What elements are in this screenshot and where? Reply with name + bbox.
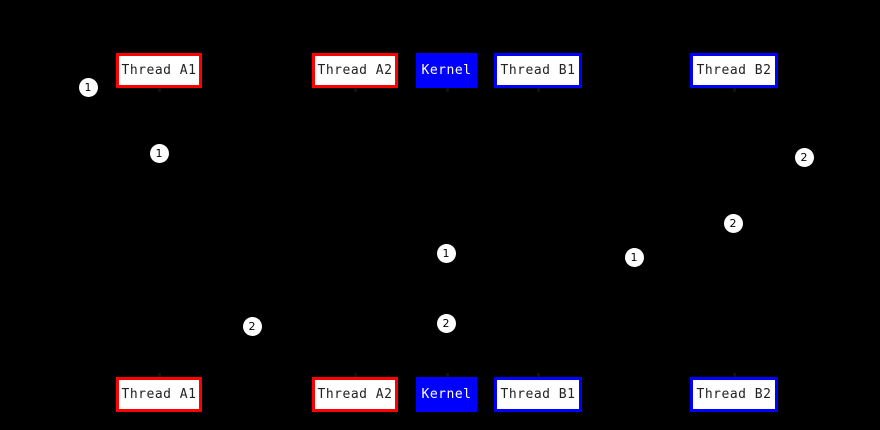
participant-label: Kernel xyxy=(421,63,472,78)
participant-label: Thread A1 xyxy=(121,63,197,78)
lifeline-thread-b1 xyxy=(538,88,539,377)
lifeline-tick-top-kernel xyxy=(445,87,449,92)
participant-thread-a2-top[interactable]: Thread A2 xyxy=(312,53,398,88)
step-badge-badge-2a: 2 xyxy=(794,147,814,167)
lifeline-tick-top-thread-b2 xyxy=(733,87,736,92)
lifeline-tick-bottom-kernel xyxy=(445,373,449,378)
participant-label: Thread A2 xyxy=(317,63,393,78)
participant-label: Thread B2 xyxy=(696,387,772,402)
lifeline-thread-a2 xyxy=(355,88,356,377)
lifeline-tick-bottom-thread-a2 xyxy=(354,373,357,378)
participant-thread-b2-top[interactable]: Thread B2 xyxy=(690,53,778,88)
participant-label: Kernel xyxy=(421,387,472,402)
step-badge-badge-2b: 2 xyxy=(723,213,743,233)
participant-thread-b2-bottom[interactable]: Thread B2 xyxy=(690,377,778,412)
participant-kernel-top[interactable]: Kernel xyxy=(416,53,477,88)
lifeline-tick-top-thread-a2 xyxy=(354,87,357,92)
step-badge-badge-1a: 1 xyxy=(78,77,98,97)
lifeline-tick-top-thread-a1 xyxy=(158,87,161,92)
lifeline-tick-bottom-thread-b2 xyxy=(733,373,736,378)
participant-thread-b1-bottom[interactable]: Thread B1 xyxy=(494,377,582,412)
lifeline-thread-b2 xyxy=(734,88,735,377)
step-badge-badge-2d: 2 xyxy=(436,313,456,333)
participant-label: Thread A2 xyxy=(317,387,393,402)
lifeline-tick-bottom-thread-b1 xyxy=(537,373,540,378)
participant-label: Thread A1 xyxy=(121,387,197,402)
participant-label: Thread B2 xyxy=(696,63,772,78)
lifeline-thread-a1 xyxy=(159,88,160,377)
participant-thread-b1-top[interactable]: Thread B1 xyxy=(494,53,582,88)
participant-label: Thread B1 xyxy=(500,387,576,402)
participant-thread-a2-bottom[interactable]: Thread A2 xyxy=(312,377,398,412)
step-badge-badge-1c: 1 xyxy=(436,243,456,263)
participant-kernel-bottom[interactable]: Kernel xyxy=(416,377,477,412)
participant-thread-a1-top[interactable]: Thread A1 xyxy=(116,53,202,88)
lifeline-tick-bottom-thread-a1 xyxy=(158,373,161,378)
lifeline-kernel xyxy=(446,88,448,377)
lifeline-tick-top-thread-b1 xyxy=(537,87,540,92)
step-badge-badge-2c: 2 xyxy=(242,316,262,336)
participant-thread-a1-bottom[interactable]: Thread A1 xyxy=(116,377,202,412)
step-badge-badge-1d: 1 xyxy=(624,247,644,267)
step-badge-badge-1b: 1 xyxy=(149,143,169,163)
participant-label: Thread B1 xyxy=(500,63,576,78)
